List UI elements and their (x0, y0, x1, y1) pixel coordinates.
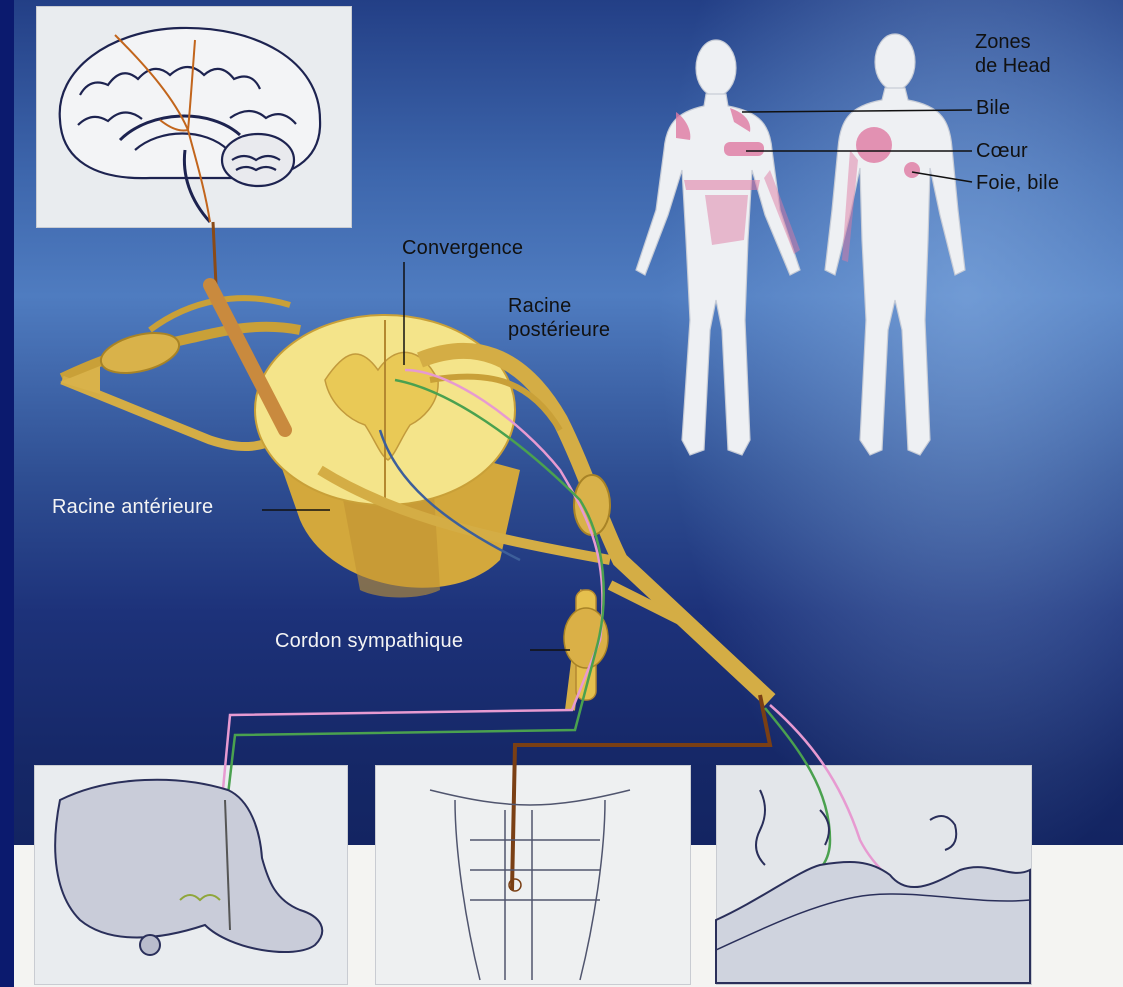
label-coeur: Cœur (976, 140, 1028, 163)
zones-line2: de Head (975, 54, 1051, 78)
label-racine-posterieure: Racine postérieure (508, 294, 610, 342)
head-zones-title: Zones de Head (975, 30, 1051, 78)
label-racine-anterieure: Racine antérieure (52, 496, 213, 519)
skin-tissue-illustration (716, 790, 1030, 983)
zones-line1: Zones (975, 30, 1051, 54)
racine-posterieure-line2: postérieure (508, 318, 610, 342)
label-convergence: Convergence (402, 237, 523, 260)
human-front-figure (636, 40, 800, 455)
racine-posterieure-line1: Racine (508, 294, 610, 318)
abdominal-muscle-illustration (430, 790, 630, 980)
label-foie-bile: Foie, bile (976, 172, 1059, 195)
descending-tract-rod (210, 285, 285, 430)
label-bile: Bile (976, 97, 1010, 120)
label-cordon-sympathique: Cordon sympathique (275, 630, 463, 653)
brain-illustration (60, 28, 320, 222)
liver-illustration (55, 780, 322, 955)
descending-tract (213, 222, 216, 285)
